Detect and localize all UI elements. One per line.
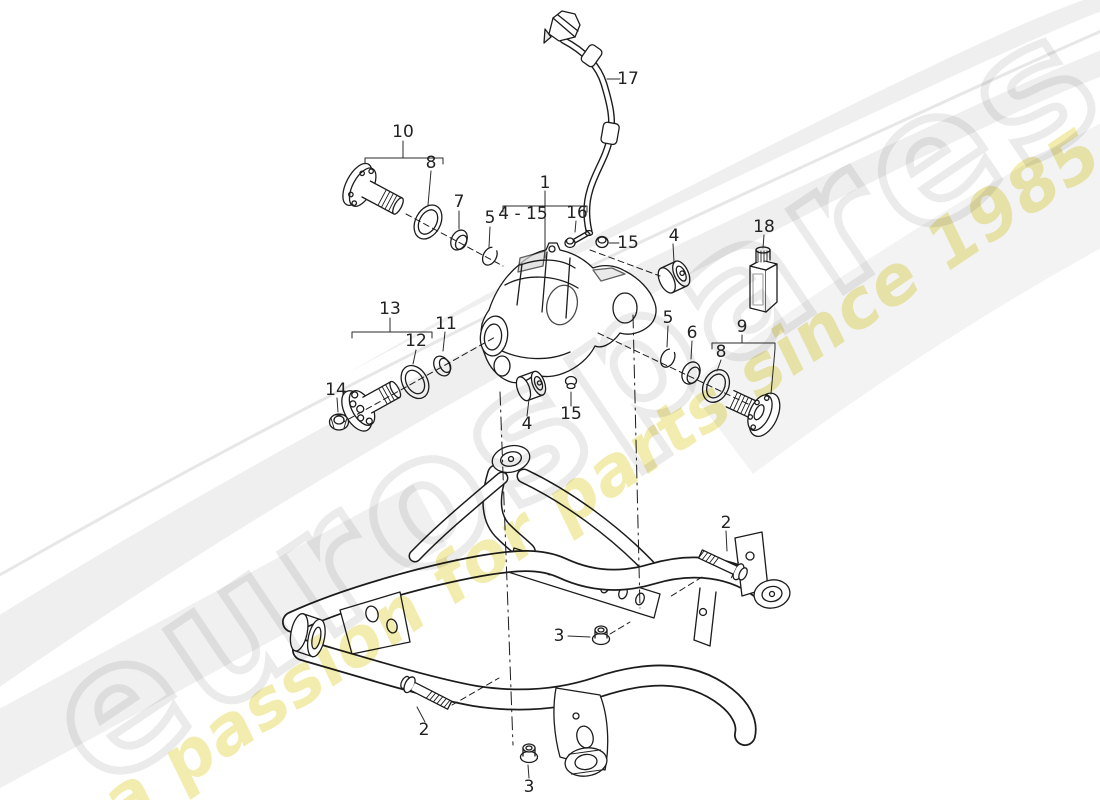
screw-16: [564, 229, 591, 249]
callout-label-c12: 12: [405, 331, 427, 351]
callout-label-c17: 17: [617, 69, 639, 89]
subframe-left-gusset: [339, 591, 411, 655]
callout-label-c5r: 5: [663, 308, 674, 328]
bolt-2-right: [697, 549, 748, 581]
hose-connector: [543, 10, 581, 44]
callout-label-c5l: 5: [485, 208, 496, 228]
ring-7: [450, 229, 468, 251]
axle-flange-lower-left: [341, 380, 402, 432]
subframe-top-bushing: [491, 444, 531, 474]
callout-label-c2r: 2: [721, 513, 732, 533]
callout-label-c3u: 3: [554, 626, 565, 646]
oil-bottle: [749, 246, 778, 313]
differential-housing: [479, 242, 657, 384]
callout-label-c3b: 3: [524, 777, 535, 797]
callout-label-c415: 4 - 15: [498, 204, 547, 224]
callout-label-c18: 18: [753, 217, 775, 237]
callout-label-c13: 13: [379, 299, 401, 319]
seal-8-left: [413, 204, 443, 240]
callout-label-c10: 10: [392, 122, 414, 142]
callout-label-c6: 6: [687, 323, 698, 343]
subframe-hanger-plates: [693, 587, 717, 647]
hose-clip: [600, 121, 620, 146]
centerlines: [499, 314, 641, 746]
snap-ring-5-left: [481, 246, 498, 266]
callout-label-c4b: 4: [522, 414, 533, 434]
subframe-right-bushing: [753, 579, 791, 609]
callout-label-c1: 1: [540, 173, 551, 193]
callout-label-c7: 7: [454, 192, 465, 212]
callout-label-c15b: 15: [560, 404, 582, 424]
plug-15-lower: [564, 375, 578, 390]
nut-3-lower: [519, 743, 539, 764]
axle-flange-left: [342, 162, 404, 215]
bushing-4-lower: [515, 370, 547, 402]
vent-hose: [543, 10, 620, 237]
callout-label-c14: 14: [325, 380, 347, 400]
bolt-2-left: [400, 675, 453, 710]
callout-label-c16: 16: [566, 203, 588, 223]
assembly-dashed-lines: [339, 213, 749, 706]
rear-subframe: [282, 444, 791, 777]
nut-14: [328, 413, 350, 431]
ring-11: [433, 355, 452, 377]
seal-8-right: [701, 369, 731, 403]
plug-15-upper: [595, 235, 609, 249]
callout-label-c9: 9: [737, 317, 748, 337]
hose-clip: [580, 44, 603, 68]
callout-label-c15u: 15: [617, 233, 639, 253]
callout-label-c8l: 8: [426, 153, 437, 173]
axle-flange-right: [725, 389, 781, 437]
callout-label-c8r: 8: [716, 342, 727, 362]
callout-label-c11: 11: [435, 314, 457, 334]
subframe-bottom-bracket: [553, 687, 609, 777]
callout-leaders: [336, 78, 776, 779]
nut-3-upper: [591, 625, 611, 646]
callout-label-c4u: 4: [669, 226, 680, 246]
ring-6: [681, 361, 701, 385]
snap-ring-5-right: [660, 348, 676, 368]
subframe-left-bushing: [289, 613, 326, 658]
bushing-4-upper: [657, 260, 691, 294]
callout-label-c2l: 2: [419, 720, 430, 740]
